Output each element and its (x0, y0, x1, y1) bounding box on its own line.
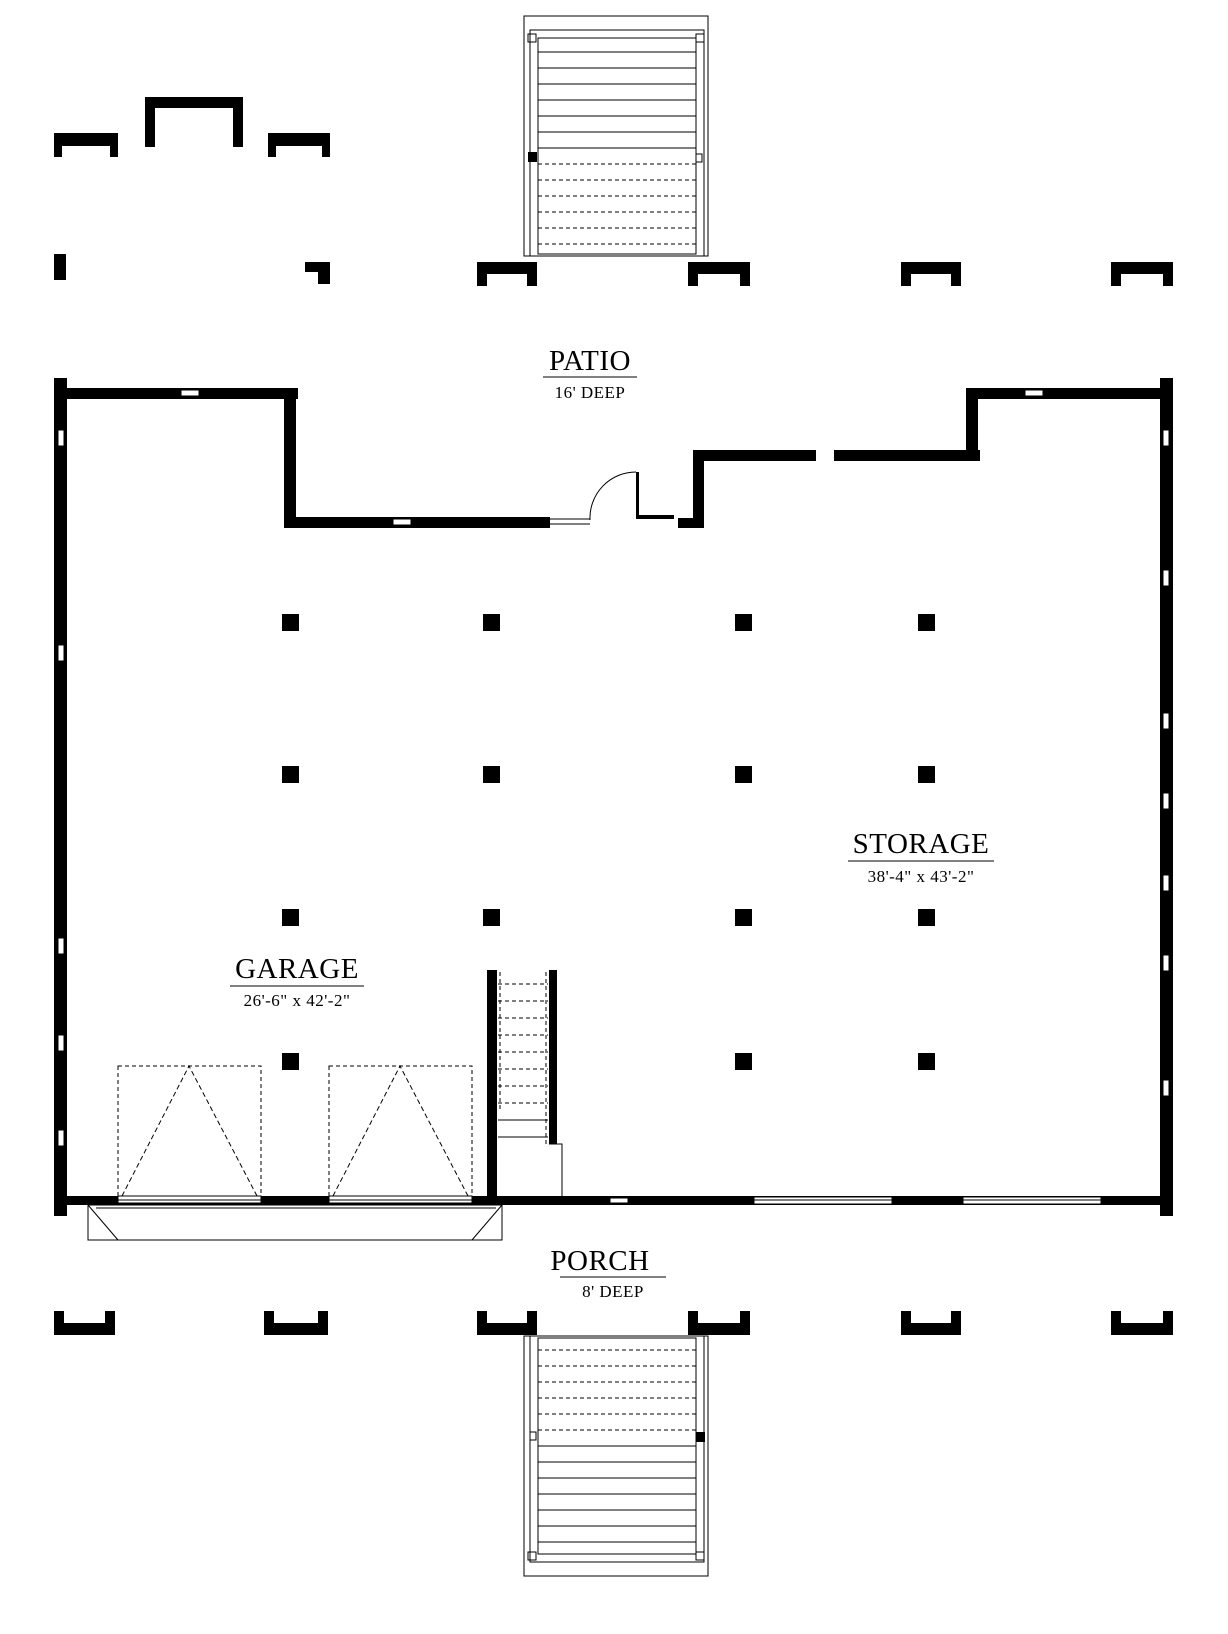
porch-name: PORCH (550, 1245, 649, 1277)
stair-post (528, 152, 537, 162)
label-garage: GARAGE 26'-6" x 42'-2" (230, 953, 364, 1010)
exterior-walls (54, 378, 1173, 1216)
patio-columns (54, 254, 1173, 286)
label-patio: PATIO 16' DEEP (543, 345, 637, 402)
porch-stairs (523, 1335, 709, 1577)
porch-columns (54, 1311, 1173, 1335)
garage-apron (87, 1204, 503, 1241)
storage-name: STORAGE (853, 828, 990, 860)
stair-post (696, 1432, 705, 1442)
upper-brackets (54, 97, 330, 157)
garage-dim: 26'-6" x 42'-2" (244, 991, 351, 1010)
label-porch: PORCH 8' DEEP (550, 1245, 666, 1301)
garage-doors (117, 1064, 473, 1204)
garage-name: GARAGE (235, 953, 359, 985)
label-storage: STORAGE 38'-4" x 43'-2" (848, 828, 994, 886)
interior-stairs (487, 970, 563, 1202)
patio-stairs (523, 15, 709, 257)
patio-door (550, 471, 637, 525)
patio-dim: 16' DEEP (555, 383, 626, 402)
storage-dim: 38'-4" x 43'-2" (868, 867, 975, 886)
porch-dim: 8' DEEP (582, 1282, 644, 1301)
interior-columns (282, 614, 935, 1070)
patio-name: PATIO (549, 345, 631, 377)
windows (57, 389, 1170, 1204)
sliding-doors (753, 1196, 1102, 1205)
